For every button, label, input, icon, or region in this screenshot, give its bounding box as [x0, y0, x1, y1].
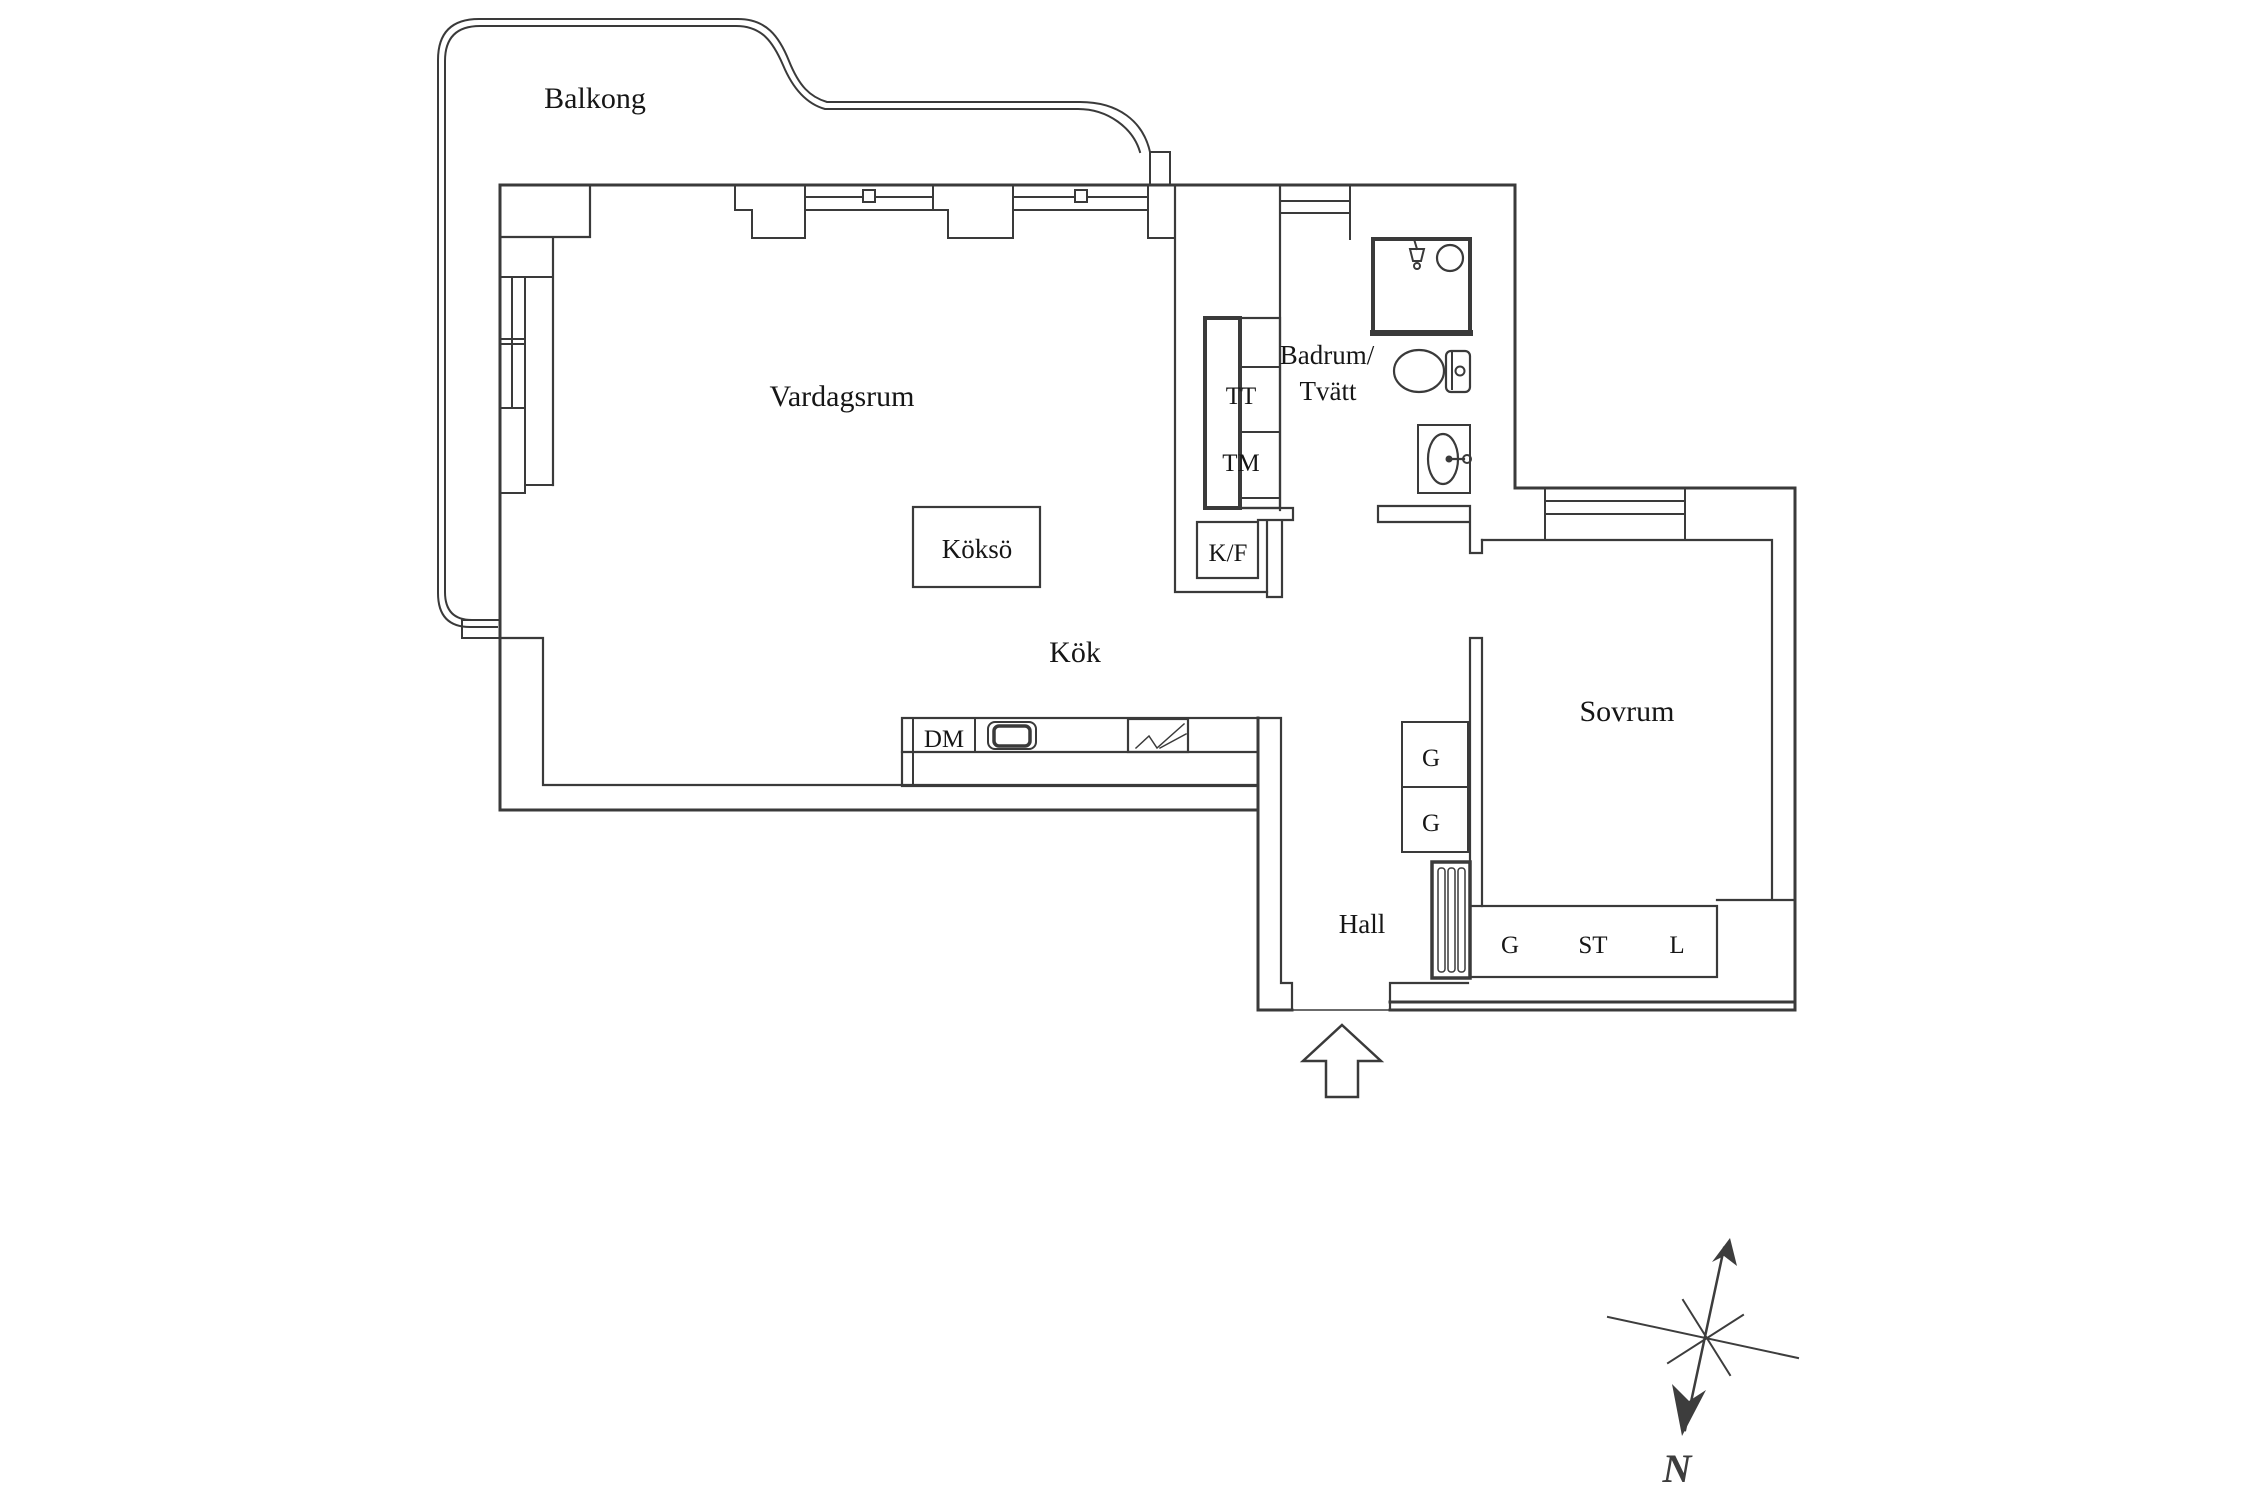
room-label-badrum-line2: Tvätt — [1300, 376, 1357, 406]
label-tm: TM — [1222, 450, 1260, 477]
bay-window — [499, 276, 554, 494]
balcony-outline — [437, 18, 1171, 639]
interior-walls — [498, 183, 1797, 1012]
appliance-labels: TT TM K/F DM G G G ST L — [924, 383, 1685, 959]
shower-cabin — [1370, 237, 1473, 336]
room-label-kok: Kök — [1049, 636, 1101, 669]
kitchen-sink — [987, 721, 1037, 750]
entrance-arrow — [1299, 1023, 1385, 1099]
windows — [804, 189, 1686, 541]
label-wardrobe-g2: G — [1422, 810, 1440, 837]
window-handle — [1074, 189, 1088, 203]
label-closet-st: ST — [1578, 932, 1607, 959]
window-handle — [862, 189, 876, 203]
label-kf: K/F — [1209, 540, 1248, 567]
label-closet-l: L — [1669, 932, 1684, 959]
balcony-step — [461, 619, 501, 639]
bathroom-door — [1279, 184, 1351, 240]
wardrobe — [1401, 786, 1469, 853]
room-label-hall: Hall — [1339, 909, 1386, 939]
north-label: N — [1662, 1446, 1694, 1491]
label-closet-g: G — [1501, 932, 1519, 959]
fridge-freezer — [1195, 520, 1260, 580]
closet-row — [1468, 904, 1719, 979]
stove — [1126, 717, 1190, 754]
bathroom-fixtures — [1370, 237, 1473, 494]
compass-rose — [1606, 1238, 1800, 1436]
washbasin — [1417, 424, 1472, 494]
compass-arrowhead-north — [1672, 1384, 1706, 1436]
label-kokso: Köksö — [942, 534, 1013, 564]
shower-head-icon — [1412, 237, 1419, 251]
radiator — [1430, 860, 1472, 980]
label-dm: DM — [924, 726, 964, 753]
balcony-pillar — [1149, 151, 1171, 186]
room-label-vardagsrum: Vardagsrum — [770, 380, 915, 413]
label-wardrobe-g1: G — [1422, 745, 1440, 772]
room-labels: Balkong Vardagsrum Badrum/ Tvätt Köksö K… — [544, 82, 1674, 939]
appliance-column — [1203, 316, 1282, 510]
label-tt: TT — [1226, 383, 1257, 410]
bedroom-window — [1544, 487, 1686, 541]
exterior-walls — [498, 183, 1797, 1012]
kitchen-island — [911, 505, 1042, 589]
compass-arrowhead-small — [1712, 1238, 1737, 1266]
wardrobes — [1401, 721, 1469, 853]
toilet — [1392, 348, 1472, 394]
room-label-sovrum: Sovrum — [1579, 695, 1674, 728]
room-label-badrum-line1: Badrum/ — [1280, 340, 1375, 370]
kitchen-counter — [900, 716, 1260, 788]
room-label-balkong: Balkong — [544, 82, 646, 115]
